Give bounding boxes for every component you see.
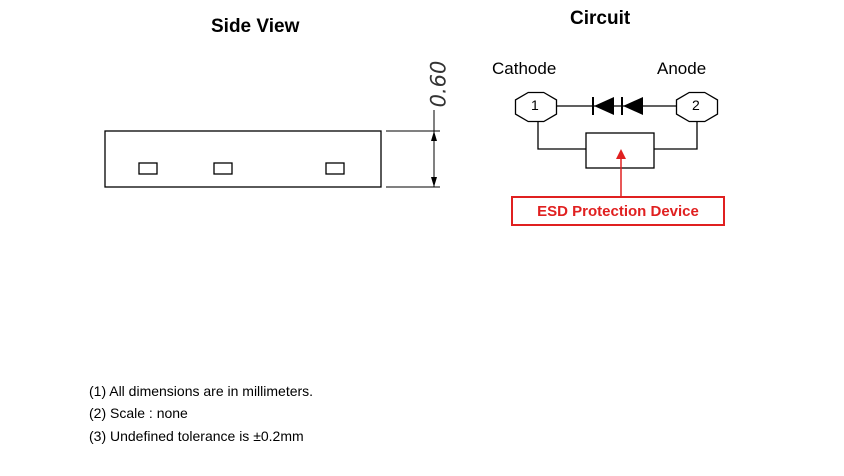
package-body [104,130,382,188]
pin1-octagon [514,91,558,123]
esd-device-label: ESD Protection Device [537,202,699,220]
pad-right [325,162,345,175]
side-view-title: Side View [211,16,300,37]
pin2-octagon [675,91,719,123]
cathode-label: Cathode [492,59,557,78]
dimension-arrow-top [431,131,437,141]
esd-device-callout: ESD Protection Device [511,196,725,226]
callout-arrowhead [616,149,626,159]
note-dimensions: (1) All dimensions are in millimeters. [89,383,314,399]
note-scale: (2) Scale : none [89,405,188,421]
pad-left [138,162,158,175]
circuit-title: Circuit [570,8,631,29]
note-tolerance: (3) Undefined tolerance is ±0.2mm [89,428,304,444]
pin2-label: 2 [692,97,700,113]
diode-left [594,97,614,115]
dimension-arrow-bottom [431,177,437,187]
diode-right [623,97,643,115]
bottom-wire-right [654,121,698,150]
anode-label: Anode [657,59,707,78]
pad-middle [213,162,233,175]
bottom-wire-left [537,121,586,150]
device-box [585,132,655,169]
pin1-label: 1 [531,97,539,113]
